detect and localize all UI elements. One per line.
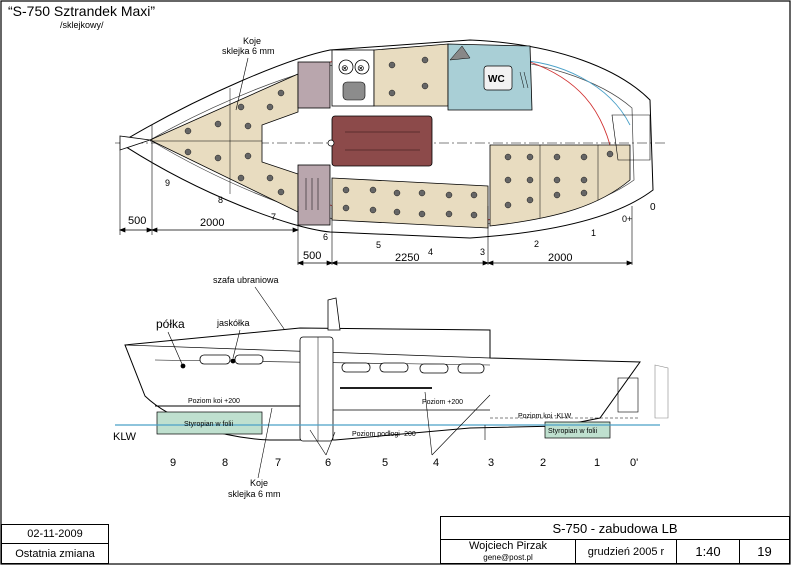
- station-5: 5: [376, 240, 381, 250]
- author-name: Wojciech Pirzak: [468, 539, 548, 552]
- burner-icon-1: ⊗: [341, 63, 349, 73]
- dimension-lines: [119, 227, 633, 266]
- sheet-number: 19: [739, 539, 790, 564]
- station-1: 1: [591, 228, 596, 238]
- dim-2000-aft: 2000: [548, 252, 572, 264]
- poziom-koi-200-label: Poziom koi +200: [188, 398, 240, 405]
- sink-icon: [342, 81, 366, 101]
- station-lines-plan: [119, 125, 633, 265]
- revision-date: 02-11-2009: [1, 524, 109, 544]
- dim-500-bow: 500: [128, 215, 146, 227]
- cockpit-box: [611, 114, 651, 161]
- dim-2250: 2250: [395, 252, 419, 264]
- koje-label-top: Koje: [243, 36, 261, 46]
- profile-view: szafa ubraniowa: [113, 275, 669, 499]
- profile-station-2: 2: [540, 457, 546, 469]
- koje-material-top: sklejka 6 mm: [222, 46, 275, 56]
- cabinet-top: [297, 61, 331, 109]
- wc-label: WC: [488, 74, 505, 85]
- drawing-title: “S-750 Sztrandek Maxi”: [8, 3, 155, 19]
- station-0: 0: [650, 202, 656, 213]
- saloon-table: [331, 115, 433, 167]
- station-0plus: 0+: [622, 214, 632, 224]
- rudder: [654, 364, 669, 419]
- shelf-dot-1: [180, 363, 186, 369]
- drawing-subtitle: /sklejkowy/: [60, 20, 104, 30]
- quarter-berth: [489, 144, 631, 227]
- station-7: 7: [271, 212, 276, 222]
- last-change-label: Ostatnia zmiana: [1, 543, 109, 564]
- settee-port: [373, 43, 449, 107]
- koje-material-bottom: sklejka 6 mm: [228, 489, 281, 499]
- poziom-podlogi-label: Poziom podłogi -200: [352, 431, 416, 438]
- project-title: S-750 - zabudowa LB: [440, 516, 790, 540]
- station-9: 9: [165, 178, 170, 188]
- aft-locker: [617, 377, 639, 413]
- profile-station-3: 3: [488, 457, 494, 469]
- bow-tip: [119, 135, 151, 151]
- settee-starboard: [331, 177, 489, 229]
- plan-view: ⊗ ⊗ WC: [115, 36, 665, 266]
- profile-station-5: 5: [382, 457, 388, 469]
- station-2: 2: [534, 239, 539, 249]
- wardrobe-profile: [299, 336, 334, 442]
- mast-step: [327, 139, 335, 147]
- wardrobe-cabinet: [297, 164, 331, 226]
- foam-block-fwd: [156, 411, 263, 435]
- foam-block-aft: [544, 421, 611, 439]
- station-8: 8: [218, 195, 223, 205]
- poziom-200-label: Poziom +200: [422, 399, 463, 406]
- wc-box: [483, 65, 513, 91]
- profile-station-1: 1: [594, 457, 600, 469]
- burner-icon-2: ⊗: [357, 63, 365, 73]
- shelf-dot-2: [230, 358, 236, 364]
- portholes: [199, 354, 485, 374]
- station-3: 3: [480, 247, 485, 257]
- polka-label: półka: [156, 317, 185, 331]
- profile-station-8: 8: [222, 457, 228, 469]
- szafa-label: szafa ubraniowa: [213, 275, 279, 285]
- profile-station-6: 6: [325, 457, 331, 469]
- klw-label: KLW: [113, 431, 137, 443]
- station-6: 6: [323, 232, 328, 242]
- dim-500-mid: 500: [303, 250, 321, 262]
- profile-station-0prime: 0': [630, 457, 638, 469]
- styropian-label-fwd: Styropian w folii: [184, 421, 233, 428]
- profile-station-7: 7: [275, 457, 281, 469]
- profile-station-4: 4: [433, 457, 439, 469]
- jaskolka-label: jaskółka: [216, 318, 250, 328]
- station-4: 4: [428, 247, 433, 257]
- styropian-label-aft: Styropian w folii: [548, 428, 597, 435]
- drawn-date: grudzień 2005 r: [575, 539, 677, 564]
- scale-cell: 1:40: [676, 539, 740, 564]
- dim-2000-fwd: 2000: [200, 217, 224, 229]
- koje-label-bottom: Koje: [250, 478, 268, 488]
- berth-fasteners: [184, 56, 614, 219]
- profile-station-9: 9: [170, 457, 176, 469]
- poziom-koi-klw-label: Poziom koi -KLW: [518, 413, 572, 420]
- author-cell: Wojciech Pirzak gene@post.pl: [440, 539, 576, 564]
- author-email: gene@post.pl: [483, 552, 533, 562]
- mast-stub: [327, 297, 341, 331]
